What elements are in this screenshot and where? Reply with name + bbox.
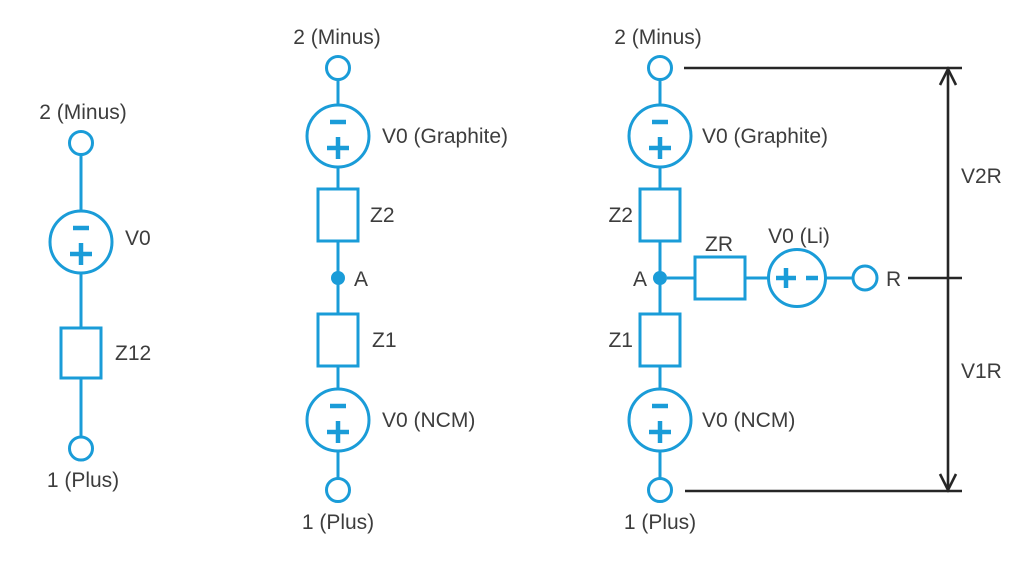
source-graphite-label: V0 (Graphite) (382, 125, 508, 148)
voltage-source-horizontal-icon (767, 248, 827, 308)
voltage-source-icon (627, 103, 693, 169)
impedance-z12-box (59, 326, 103, 380)
impedance-z2-box (638, 187, 682, 243)
terminal-1-node (647, 477, 673, 503)
terminal-1-node (68, 435, 94, 462)
terminal-1-node (325, 477, 351, 503)
terminal-1-label: 1 (Plus) (302, 511, 374, 534)
terminal-2-label: 2 (Minus) (293, 26, 381, 49)
source-graphite-label: V0 (Graphite) (702, 125, 828, 148)
terminal-1-label: 1 (Plus) (47, 469, 119, 492)
arrow-up-icon (938, 66, 958, 86)
terminal-2-node (647, 55, 673, 81)
impedance-z2-label: Z2 (370, 204, 395, 227)
reference-branch: ZR V0 (Li) R (667, 225, 901, 308)
circuit-three-electrode: 2 (Minus) V0 (Graphite) Z2 A Z1 V0 (NCM)… (608, 26, 1001, 534)
measure-v2r-label: V2R (961, 165, 1002, 188)
source-li-label: V0 (Li) (768, 225, 830, 248)
measure-v1r-label: V1R (961, 360, 1002, 383)
voltage-source-icon (305, 103, 371, 169)
terminal-2-node (68, 130, 94, 156)
voltage-source-icon (627, 387, 693, 453)
source-ncm-label: V0 (NCM) (702, 409, 795, 432)
impedance-zr-box (693, 255, 747, 301)
impedance-z1-box (638, 312, 682, 368)
source-label: V0 (125, 227, 151, 250)
node-a-dot (653, 271, 667, 285)
node-a-label: A (354, 268, 368, 291)
terminal-2-node (325, 55, 351, 81)
impedance-z1-box (316, 312, 360, 368)
measurement-annotations: V2R V1R (684, 66, 1002, 493)
source-ncm-label: V0 (NCM) (382, 409, 475, 432)
terminal-2-label: 2 (Minus) (614, 26, 702, 49)
impedance-z2-label: Z2 (608, 204, 633, 227)
impedance-z1-label: Z1 (372, 329, 397, 352)
impedance-z1-label: Z1 (608, 329, 633, 352)
voltage-source-icon (48, 209, 114, 275)
terminal-1-label: 1 (Plus) (624, 511, 696, 534)
terminal-r-node (851, 264, 879, 292)
node-a-dot (331, 271, 345, 285)
impedance-zr-label: ZR (705, 233, 733, 256)
circuit-full-cell: 2 (Minus) V0 Z12 1 (Plus) (39, 101, 151, 492)
impedance-z12-label: Z12 (115, 342, 151, 365)
terminal-r-label: R (886, 268, 901, 291)
arrow-down-icon (938, 473, 958, 493)
impedance-z2-box (316, 187, 360, 243)
node-a-label: A (633, 268, 647, 291)
terminal-2-label: 2 (Minus) (39, 101, 127, 124)
voltage-source-icon (305, 387, 371, 453)
circuit-two-electrode: 2 (Minus) V0 (Graphite) Z2 A Z1 V0 (NCM)… (293, 26, 508, 534)
